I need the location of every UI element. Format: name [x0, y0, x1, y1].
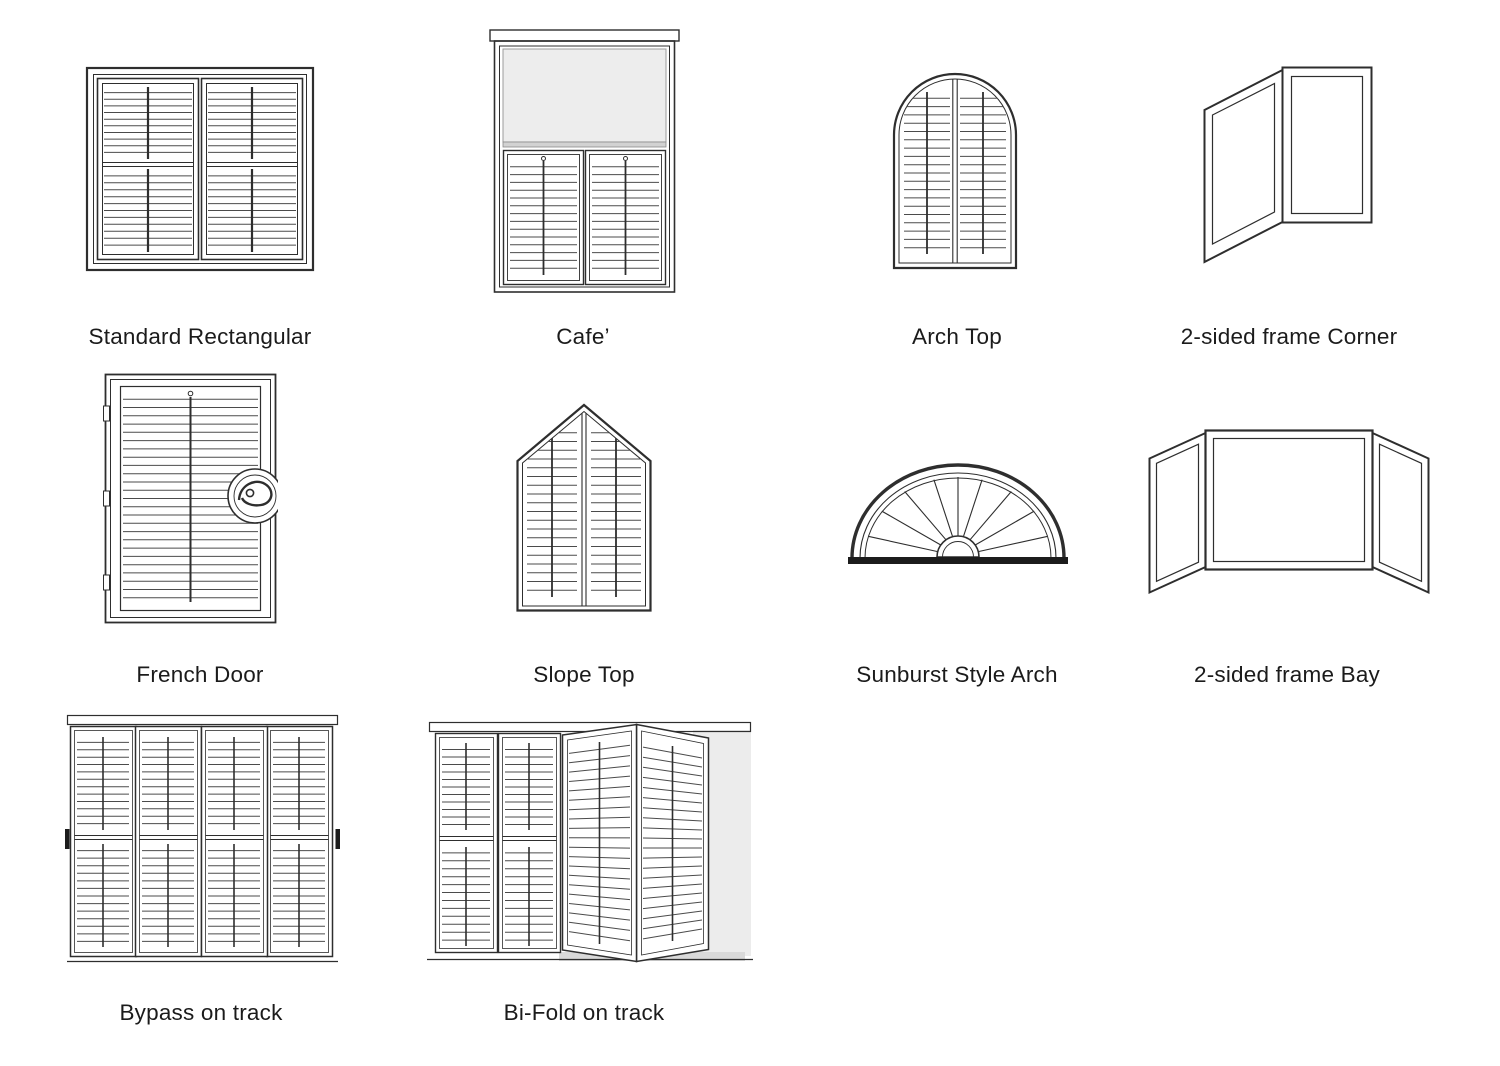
- caption-cafe: Cafe’: [556, 324, 610, 349]
- standard-rectangular-figure: [85, 66, 315, 277]
- standard-rectangular-shutter-icon: [85, 66, 315, 272]
- caption-arch-top: Arch Top: [912, 324, 1002, 349]
- cafe-figure: [487, 28, 682, 305]
- corner-frame-figure: [1198, 63, 1378, 275]
- caption-standard-rectangular: Standard Rectangular: [88, 324, 312, 349]
- bay-frame-icon: [1148, 429, 1430, 595]
- caption-bypass-track: Bypass on track: [119, 1000, 283, 1025]
- slope-top-figure: [513, 398, 655, 620]
- door-handle-icon: [237, 480, 273, 507]
- caption-sunburst-arch: Sunburst Style Arch: [856, 662, 1058, 687]
- caption-slope-top: Slope Top: [533, 662, 635, 687]
- caption-corner-frame: 2-sided frame Corner: [1180, 324, 1398, 349]
- bay-frame-figure: [1143, 420, 1435, 606]
- caption-french-door: French Door: [136, 662, 264, 687]
- bifold-track-figure: [425, 718, 755, 970]
- caption-bay-frame: 2-sided frame Bay: [1194, 662, 1380, 687]
- cafe-shutter-icon: [489, 29, 680, 293]
- sunburst-arch-icon: [848, 463, 1068, 564]
- bypass-track-figure: [65, 713, 340, 970]
- french-door-figure: [103, 372, 283, 630]
- arch-top-figure: [890, 66, 1020, 277]
- sunburst-arch-figure: [848, 458, 1068, 573]
- slope-top-shutter-icon: [516, 403, 652, 612]
- arch-top-shutter-icon: [892, 72, 1018, 270]
- caption-bifold-track: Bi-Fold on track: [503, 1000, 665, 1025]
- bypass-shutter-icon: [65, 714, 340, 963]
- french-door-shutter-icon: [103, 373, 283, 624]
- corner-frame-icon: [1203, 66, 1373, 264]
- bifold-shutter-icon: [427, 721, 753, 963]
